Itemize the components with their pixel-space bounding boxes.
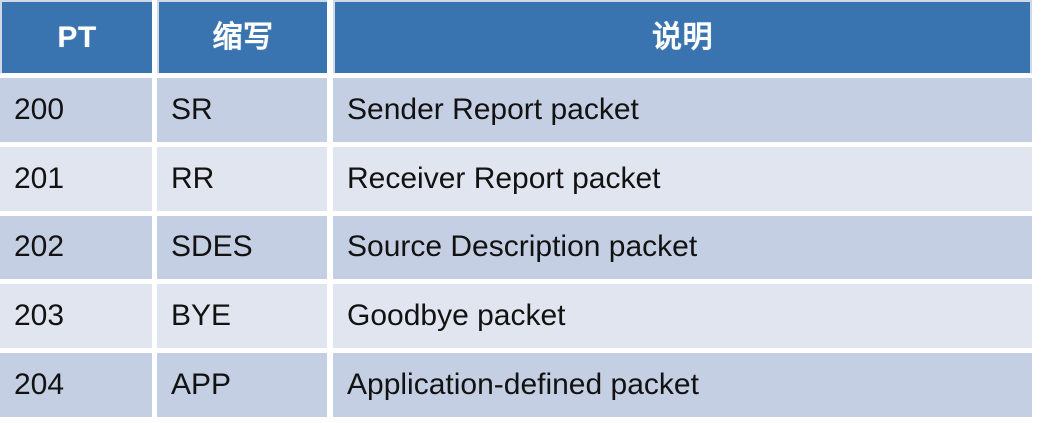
cell-description: Application-defined packet xyxy=(333,353,1032,417)
cell-pt: 204 xyxy=(0,353,152,417)
table-row: 201 RR Receiver Report packet xyxy=(0,146,1032,211)
cell-abbreviation: APP xyxy=(157,353,327,417)
column-header-description: 说明 xyxy=(333,0,1032,73)
cell-abbreviation: SR xyxy=(157,78,327,142)
cell-description: Sender Report packet xyxy=(333,78,1032,142)
cell-pt: 200 xyxy=(0,78,152,142)
table-row: 204 APP Application-defined packet xyxy=(0,353,1032,417)
cell-pt: 201 xyxy=(0,146,152,211)
cell-description: Goodbye packet xyxy=(333,284,1032,349)
cell-abbreviation: RR xyxy=(157,146,327,211)
cell-description: Source Description packet xyxy=(333,215,1032,280)
column-header-abbreviation: 缩写 xyxy=(157,0,327,73)
cell-pt: 202 xyxy=(0,215,152,280)
cell-abbreviation: SDES xyxy=(157,215,327,280)
column-header-pt: PT xyxy=(0,0,152,73)
cell-pt: 203 xyxy=(0,284,152,349)
packet-type-table: PT 缩写 说明 200 SR Sender Report packet 201… xyxy=(0,0,1032,417)
table-row: 203 BYE Goodbye packet xyxy=(0,284,1032,349)
cell-description: Receiver Report packet xyxy=(333,146,1032,211)
table-header-row: PT 缩写 说明 xyxy=(0,0,1032,73)
table-row: 200 SR Sender Report packet xyxy=(0,78,1032,142)
table-row: 202 SDES Source Description packet xyxy=(0,215,1032,280)
table-body: 200 SR Sender Report packet 201 RR Recei… xyxy=(0,73,1032,417)
cell-abbreviation: BYE xyxy=(157,284,327,349)
